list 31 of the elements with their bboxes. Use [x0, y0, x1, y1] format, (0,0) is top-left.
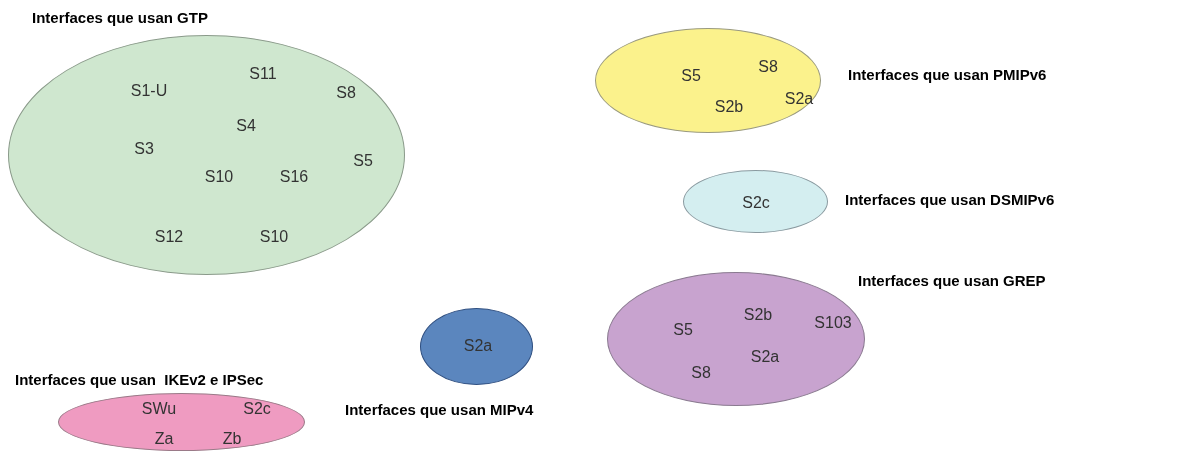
- interface-label: Za: [154, 431, 174, 447]
- interface-label: S2b: [743, 307, 773, 323]
- interface-label: S103: [814, 315, 852, 331]
- interface-label: S1-U: [130, 83, 168, 99]
- interface-label: S8: [691, 365, 711, 381]
- interface-label: S2c: [742, 195, 770, 211]
- interface-label: S5: [673, 322, 693, 338]
- interface-label: S11: [249, 66, 277, 82]
- group-heading: Interfaces que usan GREP: [858, 272, 1046, 290]
- interface-label: S2c: [243, 401, 271, 417]
- interface-label: S5: [353, 153, 373, 169]
- interface-label: S10: [204, 169, 234, 185]
- interface-label: Zb: [222, 431, 242, 447]
- interface-label: S16: [279, 169, 309, 185]
- group-heading: Interfaces que usan GTP: [32, 9, 208, 27]
- group-heading: Interfaces que usan PMIPv6: [848, 66, 1047, 84]
- interface-label: S2b: [714, 99, 744, 115]
- interface-label: SWu: [141, 401, 177, 417]
- interface-label: S2a: [463, 338, 493, 354]
- interface-label: S8: [758, 59, 778, 75]
- interface-label: S2a: [750, 349, 780, 365]
- interface-label: S4: [236, 118, 256, 134]
- group-heading: Interfaces que usan MIPv4: [345, 401, 534, 419]
- interface-label: S10: [259, 229, 289, 245]
- interface-label: S2a: [784, 91, 814, 107]
- interface-label: S8: [336, 85, 356, 101]
- interface-label: S3: [134, 141, 154, 157]
- interface-label: S12: [154, 229, 184, 245]
- interface-label: S5: [681, 68, 701, 84]
- group-heading: Interfaces que usan IKEv2 e IPSec: [15, 371, 264, 389]
- group-heading: Interfaces que usan DSMIPv6: [845, 191, 1055, 209]
